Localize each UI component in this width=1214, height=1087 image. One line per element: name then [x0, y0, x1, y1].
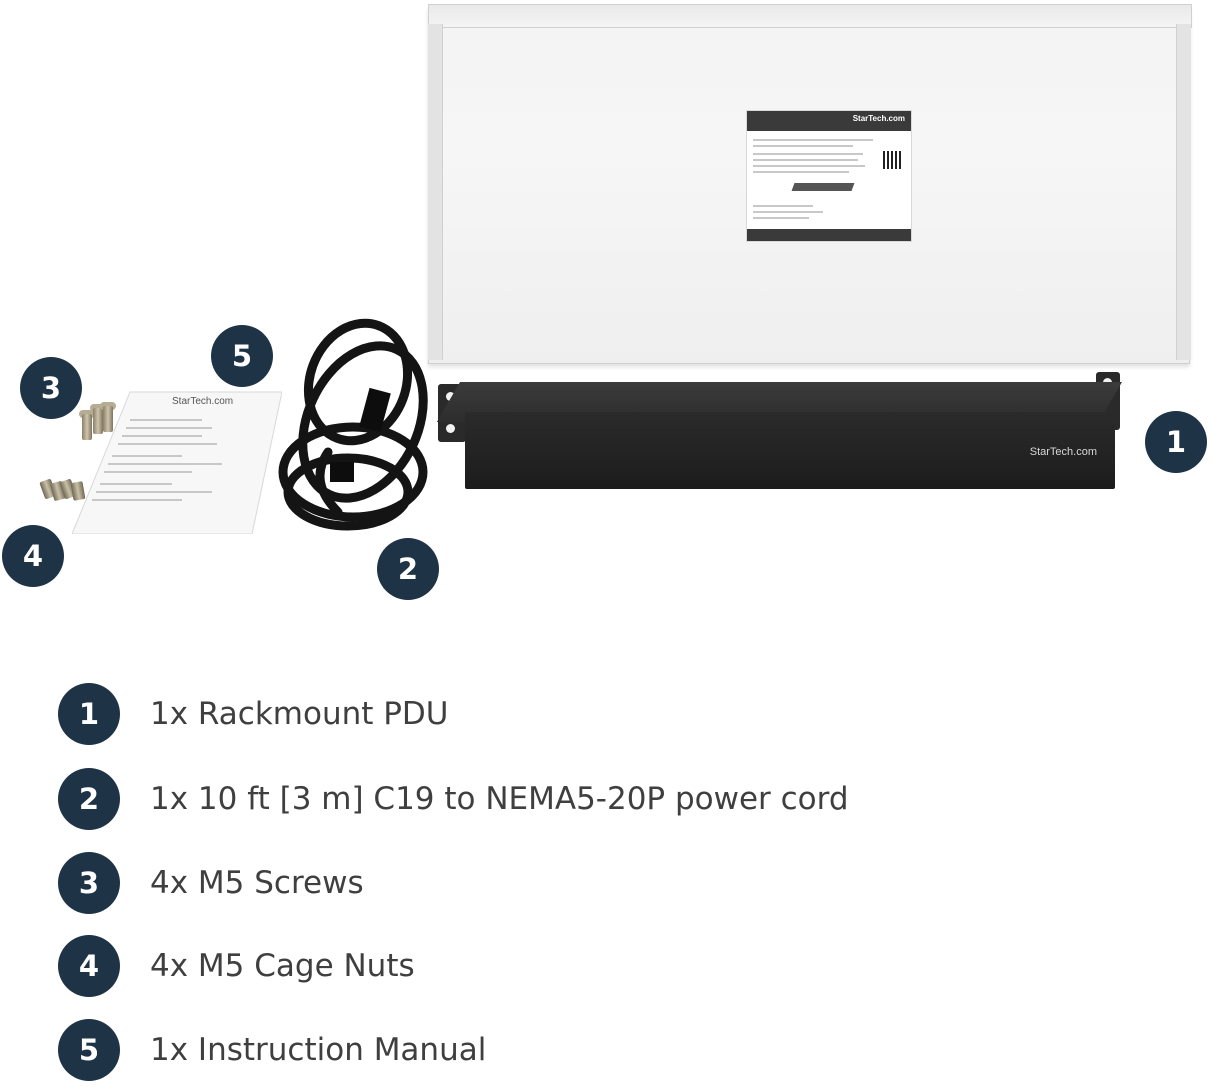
- list-item: 4 4x M5 Cage Nuts: [58, 935, 415, 997]
- list-item: 2 1x 10 ft [3 m] C19 to NEMA5-20P power …: [58, 768, 849, 830]
- pdu-brand: StarTech.com: [1029, 446, 1097, 458]
- badge-power-cord: 2: [377, 538, 439, 600]
- list-item-text: 1x Rackmount PDU: [150, 696, 449, 732]
- badge-pdu: 1: [1145, 411, 1207, 473]
- list-item-text: 1x Instruction Manual: [150, 1032, 487, 1068]
- box-right-side: [1176, 24, 1191, 360]
- label-product-image: [791, 183, 855, 191]
- list-item-text: 4x M5 Screws: [150, 865, 364, 901]
- power-cord: [278, 318, 428, 531]
- list-item: 1 1x Rackmount PDU: [58, 683, 449, 745]
- list-item-number: 5: [58, 1019, 120, 1081]
- rackmount-pdu: StarTech.com: [465, 412, 1115, 489]
- instruction-manual: StarTech.com: [72, 391, 282, 534]
- list-item: 5 1x Instruction Manual: [58, 1019, 486, 1081]
- list-item-number: 4: [58, 935, 120, 997]
- list-item-number: 3: [58, 852, 120, 914]
- manual-brand: StarTech.com: [172, 396, 233, 407]
- list-item-text: 1x 10 ft [3 m] C19 to NEMA5-20P power co…: [150, 781, 849, 817]
- badge-cage-nuts: 4: [2, 525, 64, 587]
- qr-code-icon: [883, 151, 901, 169]
- badge-manual: 5: [211, 325, 273, 387]
- box-label: StarTech.com: [746, 110, 912, 242]
- badge-screws: 3: [20, 357, 82, 419]
- list-item-text: 4x M5 Cage Nuts: [150, 948, 415, 984]
- box-top-flap: [428, 4, 1192, 28]
- box-label-brand: StarTech.com: [852, 114, 905, 123]
- box-left-side: [428, 24, 443, 360]
- list-item-number: 1: [58, 683, 120, 745]
- list-item-number: 2: [58, 768, 120, 830]
- list-item: 3 4x M5 Screws: [58, 852, 364, 914]
